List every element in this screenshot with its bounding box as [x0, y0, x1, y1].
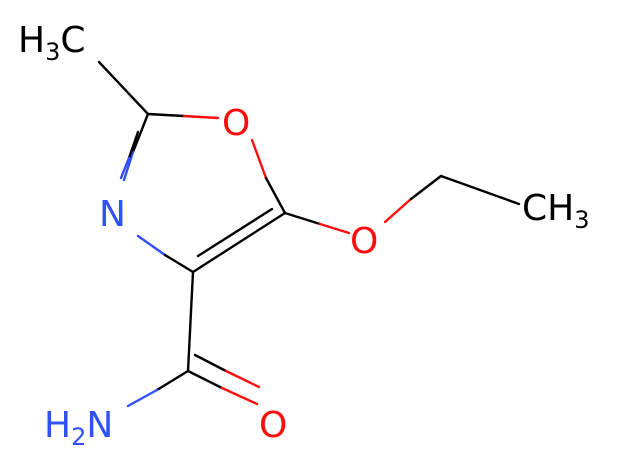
bond-c2-n3-a	[131, 112, 150, 154]
amide-nitrogen-label: H2N	[44, 405, 113, 451]
bond-camide-n-b	[126, 388, 159, 408]
atom-labels: H3C O N O CH3 H2N O	[18, 20, 590, 451]
bond-oeth-ch2-b	[409, 174, 443, 201]
bonds	[97, 60, 521, 408]
ring-oxygen-label: O	[222, 103, 250, 144]
bond-camide-o-inner-b	[224, 369, 261, 389]
bond-c5-oeth-a	[283, 211, 322, 226]
methyl-top-label: H3C	[18, 20, 86, 66]
bond-camide-n-a	[155, 369, 190, 392]
bond-c2-n3-b	[122, 150, 135, 182]
bond-c2-o1-a	[146, 112, 186, 118]
bond-oeth-ch2-a	[383, 197, 413, 224]
bond-c4-c5	[191, 211, 287, 274]
bond-camide-o-a	[186, 369, 224, 390]
carbonyl-oxygen-label: O	[259, 405, 287, 446]
bond-c4-camide	[186, 270, 195, 373]
bond-o1-c5-a	[250, 138, 268, 180]
ether-oxygen-label: O	[350, 221, 378, 262]
bond-c2-n3-inner	[127, 130, 140, 160]
bond-methyl-c2	[97, 60, 150, 116]
ethyl-methyl-label: CH3	[522, 188, 590, 234]
bond-n3-c4-b	[163, 253, 195, 274]
bond-c4-c5-inner	[196, 207, 274, 258]
bond-c2-o1-b	[182, 114, 220, 120]
bond-camide-o-b	[220, 386, 259, 406]
bond-c2-n3-inner-b	[119, 156, 131, 180]
bond-n3-c4-a	[136, 234, 167, 257]
bond-c5-oeth-b	[318, 222, 351, 235]
bond-camide-o-inner-a	[193, 353, 228, 373]
ring-nitrogen-label: N	[99, 194, 126, 235]
bond-o1-c5-b	[264, 176, 287, 215]
bond-ch2-ch3	[439, 174, 521, 206]
